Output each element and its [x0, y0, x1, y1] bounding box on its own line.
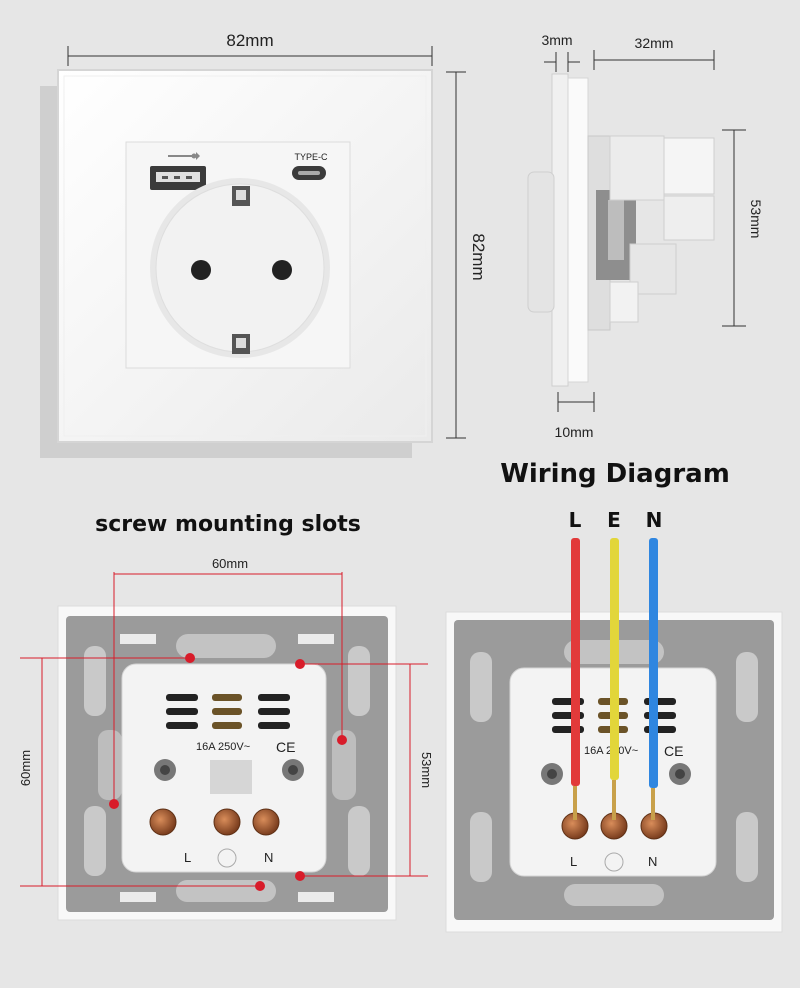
wire-n	[649, 538, 658, 820]
type-c-label: TYPE-C	[294, 152, 328, 162]
height-label: 82mm	[469, 233, 488, 280]
usb-a-port	[150, 166, 206, 190]
back-view-wiring: 16A 250V~ CE L N L E N	[445, 508, 783, 933]
terminal-n-label: N	[264, 850, 273, 865]
screw-slots-title: screw mounting slots	[95, 512, 361, 537]
terminal-screw-l	[149, 808, 177, 836]
terminal-screw-e	[213, 808, 241, 836]
terminal-n-label-wiring: N	[648, 854, 657, 869]
depth-label: 32mm	[635, 35, 674, 51]
ce-mark: CE	[276, 739, 295, 755]
module-height-label: 53mm	[419, 752, 434, 788]
pin-hole-left	[191, 260, 211, 280]
wire-n-letter: N	[646, 508, 663, 532]
terminal-screw-n	[252, 808, 280, 836]
pin-hole-right	[272, 260, 292, 280]
back-view-screw-slots: 16A 250V~ CE L N 6	[18, 556, 434, 921]
screw-markers	[109, 653, 347, 891]
terminal-l-label: L	[184, 850, 191, 865]
rating-text: 16A 250V~	[196, 741, 250, 753]
plate-thickness-label: 3mm	[541, 32, 572, 48]
wire-e-letter: E	[607, 508, 621, 532]
frame-depth-label: 10mm	[555, 424, 594, 440]
front-view: TYPE-C 82mm 82mm	[40, 31, 488, 458]
wire-e	[610, 538, 619, 820]
body-height-label: 53mm	[748, 200, 764, 239]
usb-c-port	[292, 166, 326, 180]
wire-l	[571, 538, 580, 820]
horizontal-dim-label: 60mm	[212, 556, 248, 571]
ce-mark-wiring: CE	[664, 743, 683, 759]
usb-icon	[168, 152, 200, 160]
wire-l-letter: L	[569, 508, 582, 532]
width-label: 82mm	[226, 31, 273, 50]
side-view: 3mm 32mm 53mm 10mm	[527, 32, 764, 440]
terminal-l-label-wiring: L	[570, 854, 577, 869]
wiring-title: Wiring Diagram	[500, 459, 730, 489]
vertical-dim-label: 60mm	[18, 750, 33, 786]
screw-dimension-lines	[20, 572, 428, 887]
